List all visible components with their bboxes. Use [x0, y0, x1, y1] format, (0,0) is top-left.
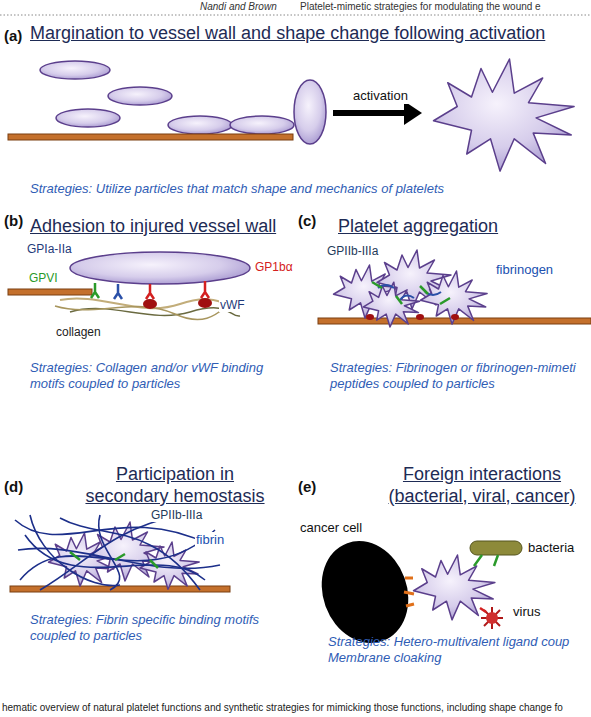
panel-letter: (d) — [4, 478, 23, 496]
panel-letter: (e) — [298, 478, 316, 496]
protein-label: collagen — [55, 325, 102, 339]
panel-heading: Adhesion to injured vessel wall — [30, 216, 276, 238]
strategy-text: Strategies: Utilize particles that match… — [30, 181, 444, 197]
panel-heading: Margination to vessel wall and shape cha… — [30, 23, 545, 45]
running-head: Nandi and Brown — [200, 1, 277, 13]
panel-b-art — [8, 252, 250, 319]
strategy-text: Strategies: Collagen and/or vWF binding … — [30, 360, 295, 391]
panel-letter: (a) — [4, 27, 22, 45]
panel-d-art — [10, 515, 230, 592]
process-label: activation — [352, 88, 409, 104]
annotation-label: cancer cell — [300, 520, 362, 536]
figure-caption: hematic overview of natural platelet fun… — [2, 702, 563, 714]
panel-heading: Platelet aggregation — [338, 216, 498, 238]
protein-label: vWF — [219, 298, 246, 312]
strategy-text: Strategies: Fibrin specific binding moti… — [30, 612, 290, 643]
receptor-label: GPVI — [28, 271, 59, 285]
annotation-label: virus — [512, 604, 541, 620]
annotation-label: bacteria — [528, 540, 574, 556]
receptor-label: GPIa-IIa — [26, 242, 73, 256]
protein-label: fibrinogen — [495, 262, 554, 278]
panel-c-art — [318, 250, 591, 327]
panel-heading: Participation in secondary hemostasis — [75, 464, 275, 507]
panel-letter: (b) — [4, 212, 23, 230]
receptor-label: GP1bα — [254, 260, 294, 274]
panel-a-art — [8, 59, 574, 171]
panel-letter: (c) — [298, 212, 316, 230]
protein-label: fibrin — [195, 532, 225, 548]
receptor-label: GPIIb-IIIa — [326, 244, 379, 258]
strategy-text: Strategies: Fibrinogen or fibrinogen-mim… — [330, 360, 585, 391]
receptor-label: GPIIb-IIIa — [150, 508, 203, 522]
panel-heading: Foreign interactions (bacterial, viral, … — [378, 464, 586, 507]
running-head: Platelet-mimetic strategies for modulati… — [300, 1, 541, 13]
strategy-text: Strategies: Hetero-multivalent ligand co… — [328, 634, 586, 665]
